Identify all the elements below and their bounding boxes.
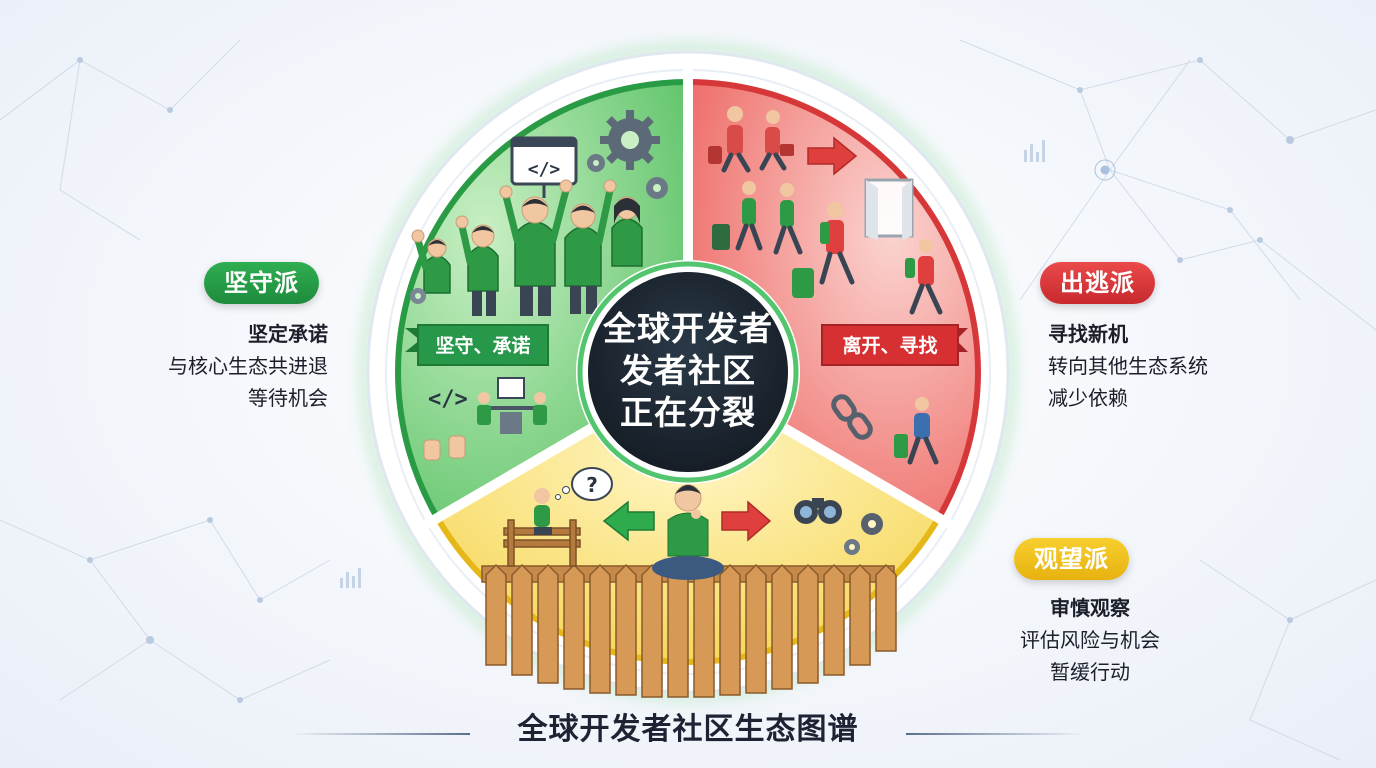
backpack-icon <box>820 222 830 244</box>
left-arrow-icon <box>602 500 655 542</box>
gear-icon <box>646 177 668 199</box>
gear-icon <box>410 288 426 304</box>
escape-travelers-illustration <box>708 106 943 315</box>
gear-icon <box>844 539 860 555</box>
right-arrow-icon <box>807 136 858 176</box>
raised-fists-icon <box>423 435 466 461</box>
escape-line-2: 减少依赖 <box>1048 386 1128 410</box>
walking-person-icon <box>894 397 939 465</box>
watch-line-1: 评估风险与机会 <box>1020 628 1160 652</box>
fence-sitter-illustration: ? <box>481 467 897 698</box>
steadfast-ribbon-label: 坚守、承诺 <box>435 334 530 357</box>
code-window-sign: </> <box>510 136 578 198</box>
footer-divider-left <box>290 733 470 735</box>
question-mark-label: ? <box>586 473 598 497</box>
center-hub <box>588 272 788 472</box>
thought-bubble: ? <box>555 467 613 501</box>
center-line-3: 正在分裂 <box>620 393 756 432</box>
watch-line-2: 暂缓行动 <box>1050 660 1130 684</box>
open-door-icon <box>864 178 914 240</box>
suitcase-icon <box>894 434 908 458</box>
watch-description: 审慎观察 评估风险与机会 暂缓行动 <box>1000 592 1180 688</box>
center-line-1: 全球开发者 <box>602 309 773 348</box>
suitcase-icon <box>708 146 722 164</box>
steadfast-crowd-illustration: </> <box>411 110 668 316</box>
footer-title: 全球开发者社区生态图谱 <box>517 712 859 747</box>
broken-chain-icon <box>831 394 873 440</box>
steadfast-line-1: 与核心生态共进退 <box>168 354 328 378</box>
gear-icon <box>861 513 883 535</box>
code-tag-icon: </> <box>428 387 468 412</box>
footer-divider-right <box>906 733 1086 735</box>
escape-ribbon-label: 离开、寻找 <box>842 334 937 357</box>
code-tag-label: </> <box>528 159 561 180</box>
briefcase-icon <box>780 144 794 156</box>
steadfast-badge: 坚守派 <box>204 262 319 304</box>
gear-icon <box>587 154 605 172</box>
right-arrow-icon <box>721 500 772 542</box>
escape-badge: 出逃派 <box>1040 262 1155 304</box>
binoculars-icon <box>794 498 842 524</box>
escape-description: 寻找新机 转向其他生态系统 减少依赖 <box>1048 318 1208 414</box>
watch-badge: 观望派 <box>1014 538 1129 580</box>
collaboration-desk-icon <box>477 377 547 434</box>
steadfast-line-2: 等待机会 <box>248 386 328 410</box>
backpack-icon <box>905 258 915 278</box>
center-line-2: 发者社区 <box>620 351 756 390</box>
watch-heading: 审慎观察 <box>1050 596 1130 620</box>
steadfast-ribbon: 坚守、承诺 <box>405 324 549 366</box>
escape-ribbon: 离开、寻找 <box>821 324 968 366</box>
suitcase-icon <box>712 224 730 250</box>
escape-heading: 寻找新机 <box>1048 322 1128 346</box>
gear-icon <box>600 110 660 170</box>
steadfast-description: 坚定承诺 与核心生态共进退 等待机会 <box>168 318 328 414</box>
steadfast-heading: 坚定承诺 <box>248 322 328 346</box>
code-tag-icon-label: </> <box>428 387 468 412</box>
escape-line-1: 转向其他生态系统 <box>1048 354 1208 378</box>
thinking-person-icon <box>652 484 724 580</box>
suitcase-icon <box>792 268 814 298</box>
wooden-fence <box>485 563 897 698</box>
